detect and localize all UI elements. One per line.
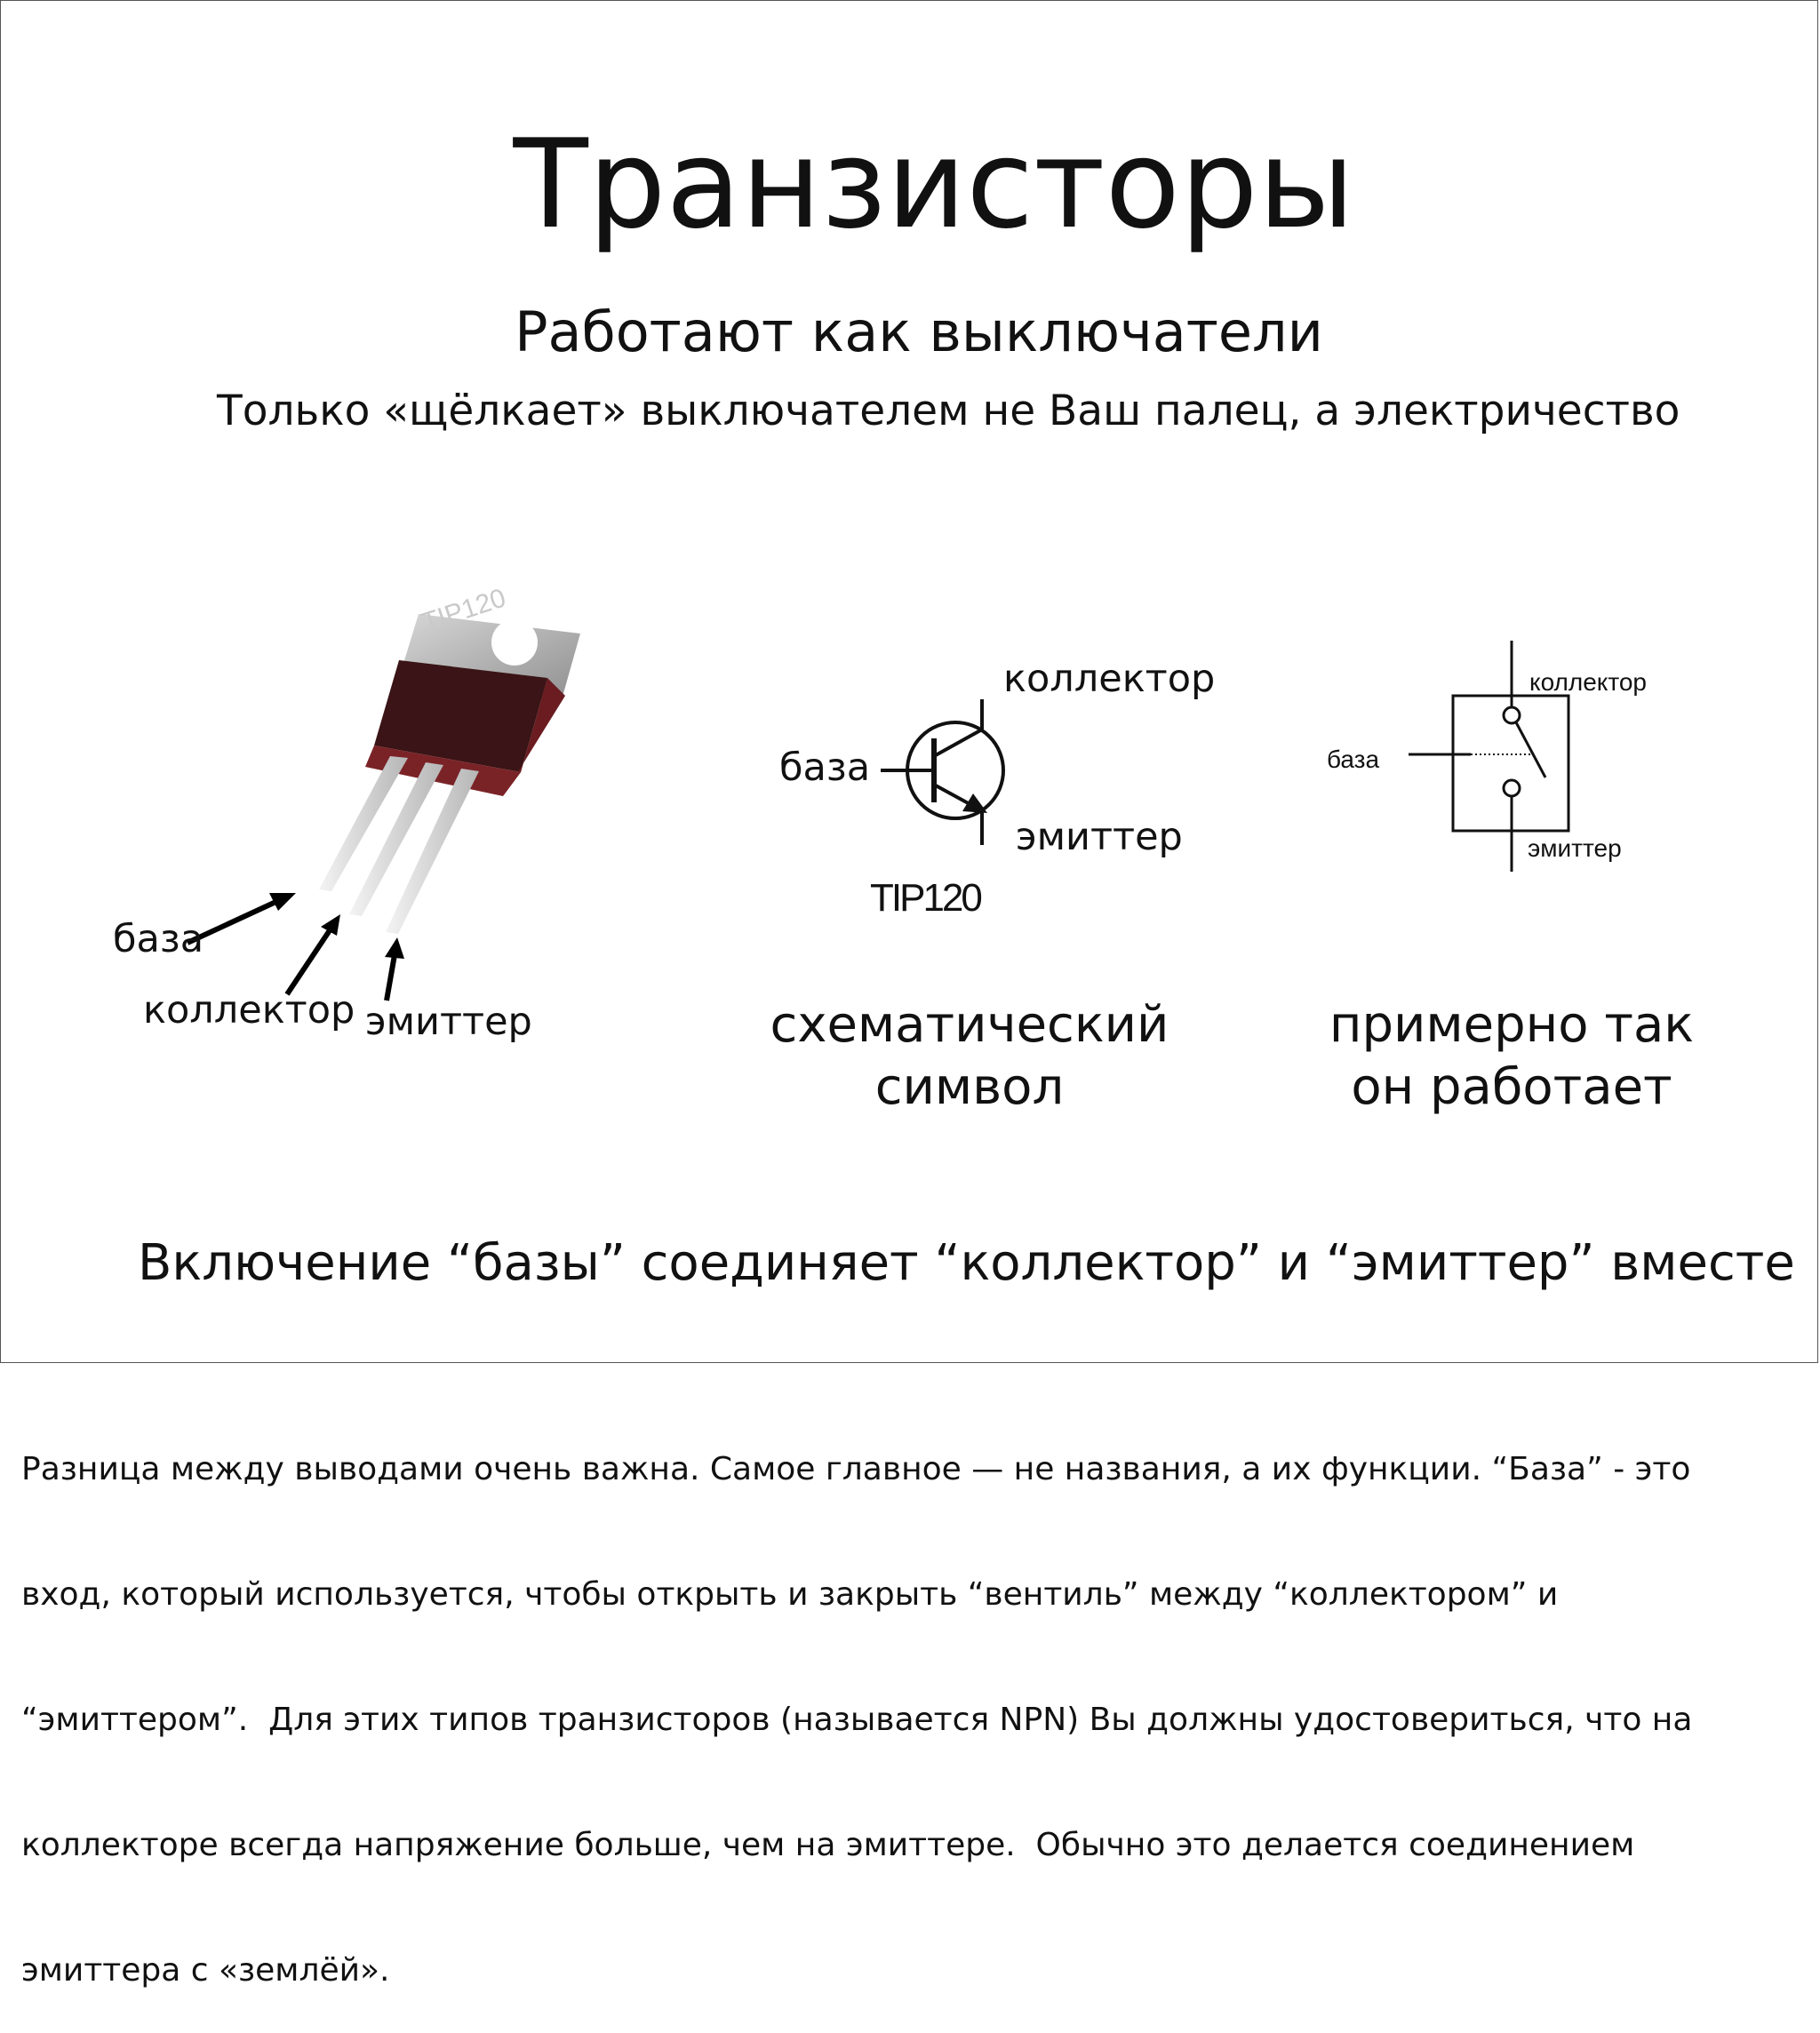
explanation-line: Разница между выводами очень важна. Само… bbox=[21, 1448, 1799, 1490]
switch-contact-bottom bbox=[1504, 780, 1520, 796]
explanation-line: “эмиттером”. Для этих типов транзисторов… bbox=[21, 1699, 1799, 1741]
switch-caption-line-1: примерно так bbox=[1307, 994, 1716, 1056]
switch-caption-line-2: он работает bbox=[1307, 1056, 1716, 1119]
switch-label-base: база bbox=[1327, 745, 1379, 774]
switch-caption: примерно так он работает bbox=[1307, 994, 1716, 1119]
explanation-line: коллекторе всегда напряжение больше, чем… bbox=[21, 1824, 1799, 1866]
switch-contact-top bbox=[1504, 707, 1520, 723]
explanation-line: вход, который используется, чтобы открыт… bbox=[21, 1574, 1799, 1615]
explanation-line: эмиттера с «землёй». bbox=[21, 1949, 1799, 1991]
switch-label-collector: коллектор bbox=[1529, 668, 1647, 697]
key-statement: Включение “базы” соединяет “коллектор” и… bbox=[138, 1239, 1795, 1288]
explanation-text: Разница между выводами очень важна. Само… bbox=[21, 1365, 1799, 2033]
slide: Транзисторы Работают как выключатели Тол… bbox=[0, 0, 1818, 1363]
switch-blade bbox=[1516, 722, 1545, 777]
switch-label-emitter: эмиттер bbox=[1528, 834, 1622, 863]
